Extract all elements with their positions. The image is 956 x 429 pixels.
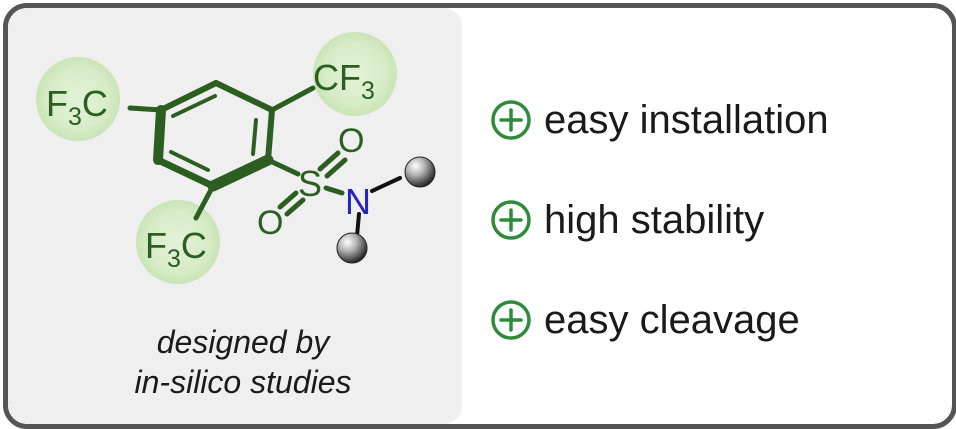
feature-label: high stability xyxy=(544,197,765,242)
molecule-panel: F3C CF3 F3C S O O N designed by in-silic… xyxy=(8,8,462,424)
cf3-left-highlight xyxy=(36,57,120,141)
feature-label: easy cleavage xyxy=(544,297,800,342)
feature-item: high stability xyxy=(490,196,764,244)
feature-label: easy installation xyxy=(544,97,829,142)
sulfonamide-structure: F3C CF3 F3C S O O N xyxy=(36,32,436,284)
feature-item: easy cleavage xyxy=(490,296,800,344)
plus-circle-icon xyxy=(491,300,531,340)
feature-list: easy installation high stability easy cl… xyxy=(490,8,950,424)
cf3-bottom-highlight xyxy=(136,200,220,284)
nitrogen-label: N xyxy=(345,181,371,222)
substituent-bonds xyxy=(127,85,348,221)
substituent-sphere xyxy=(336,232,368,264)
caption-line: designed by xyxy=(156,324,330,360)
nitrogen-bonds xyxy=(355,176,402,238)
design-caption: designed by in-silico studies xyxy=(18,322,468,402)
oxygen-label: O xyxy=(257,204,283,242)
feature-item: easy installation xyxy=(490,96,829,144)
benzene-ring xyxy=(153,80,275,192)
cf3-top-label: CF3 xyxy=(313,57,375,105)
oxygen-label: O xyxy=(338,122,364,160)
sulfur-label: S xyxy=(298,163,322,204)
substituent-sphere xyxy=(404,156,436,188)
figure-frame: F3C CF3 F3C S O O N designed by in-silic… xyxy=(3,3,956,429)
cf3-left-label: F3C xyxy=(46,83,108,131)
plus-circle-icon xyxy=(491,100,531,140)
caption-line: in-silico studies xyxy=(134,364,352,400)
plus-circle-icon xyxy=(491,200,531,240)
cf3-top-highlight xyxy=(313,32,397,116)
cf3-bottom-label: F3C xyxy=(145,225,207,273)
